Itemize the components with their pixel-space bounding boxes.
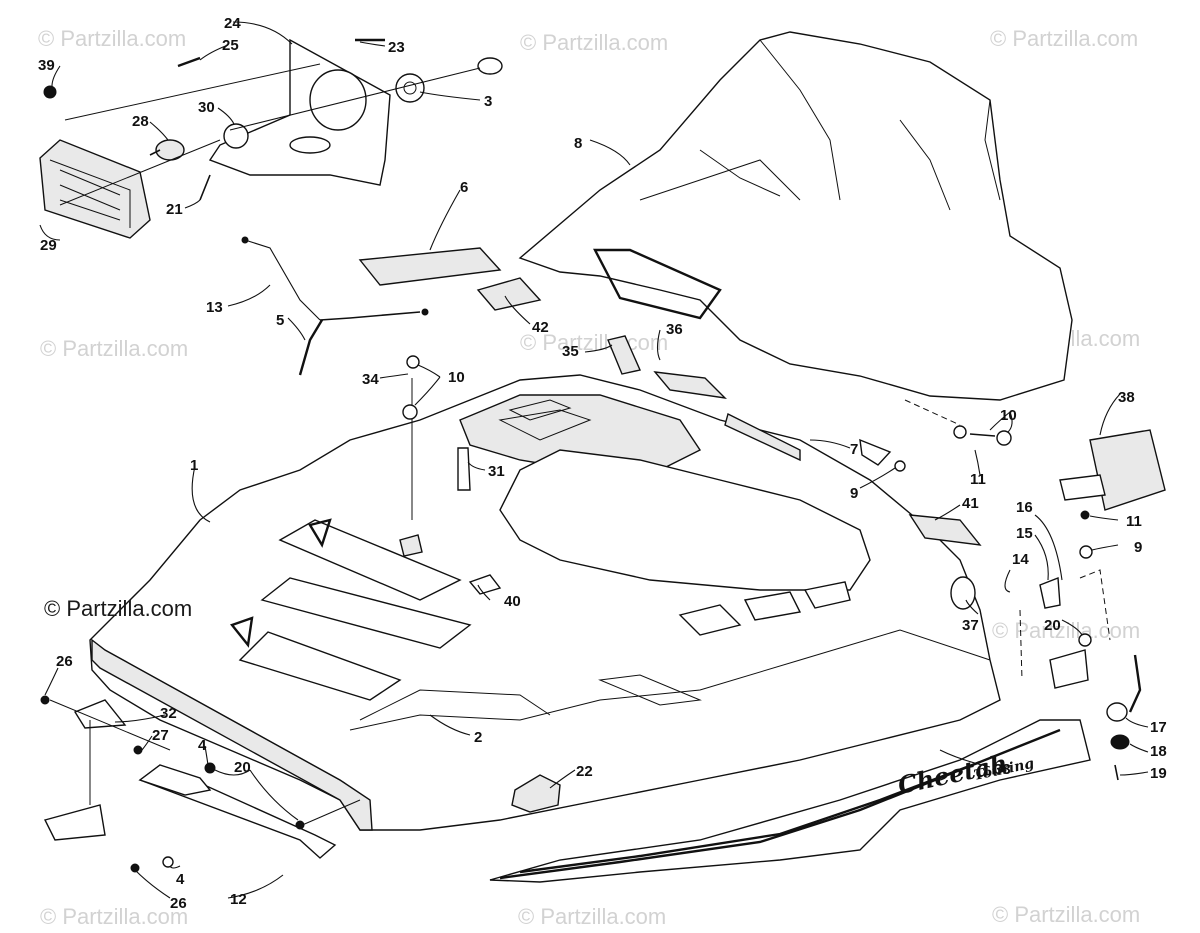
callout-7: 7 bbox=[850, 441, 858, 458]
callout-12: 12 bbox=[230, 891, 247, 908]
callout-42: 42 bbox=[532, 319, 549, 336]
callout-5: 5 bbox=[276, 312, 284, 329]
callout-2: 2 bbox=[474, 729, 482, 746]
callout-13: 13 bbox=[206, 299, 223, 316]
callout-20b: 20 bbox=[1044, 617, 1061, 634]
callout-21: 21 bbox=[166, 201, 183, 218]
callout-29: 29 bbox=[40, 237, 57, 254]
callout-10a: 10 bbox=[448, 369, 465, 386]
callout-15: 15 bbox=[1016, 525, 1033, 542]
callout-1: 1 bbox=[190, 457, 198, 474]
callout-27: 27 bbox=[152, 727, 169, 744]
hood bbox=[89, 374, 1001, 831]
callout-25: 25 bbox=[222, 37, 239, 54]
headlight-assembly bbox=[39, 38, 503, 376]
callout-32: 32 bbox=[160, 705, 177, 722]
callout-38: 38 bbox=[1118, 389, 1135, 406]
callout-39: 39 bbox=[38, 57, 55, 74]
callout-28: 28 bbox=[132, 113, 149, 130]
watermark-dark: © Partzilla.com bbox=[44, 596, 193, 621]
callout-26a: 26 bbox=[56, 653, 73, 670]
callout-3: 3 bbox=[484, 93, 492, 110]
callout-16: 16 bbox=[1016, 499, 1033, 516]
callout-4a: 4 bbox=[198, 737, 207, 754]
callout-6: 6 bbox=[460, 179, 468, 196]
assembly-lines bbox=[904, 399, 1111, 681]
callout-31: 31 bbox=[488, 463, 505, 480]
callout-19: 19 bbox=[1150, 765, 1167, 782]
front-bracket-assembly bbox=[40, 695, 361, 873]
callout-37: 37 bbox=[962, 617, 979, 634]
callout-9b: 9 bbox=[1134, 539, 1142, 556]
callout-34: 34 bbox=[362, 371, 379, 388]
callout-24: 24 bbox=[224, 15, 241, 32]
callout-26b: 26 bbox=[170, 895, 187, 912]
callout-labels: 24 25 23 3 39 28 30 21 29 13 5 6 42 35 3… bbox=[38, 15, 1167, 912]
callout-33: 33 bbox=[994, 761, 1011, 778]
callout-14: 14 bbox=[1012, 551, 1029, 568]
callout-20a: 20 bbox=[234, 759, 251, 776]
callout-17: 17 bbox=[1150, 719, 1167, 736]
leader-lines bbox=[39, 21, 1149, 899]
callout-8: 8 bbox=[574, 135, 582, 152]
windshield bbox=[518, 31, 1073, 401]
decal-parts bbox=[358, 247, 982, 610]
callout-4b: 4 bbox=[176, 871, 185, 888]
mirror-assembly bbox=[402, 355, 1166, 781]
callout-10b: 10 bbox=[1000, 407, 1017, 424]
callout-23: 23 bbox=[388, 39, 405, 56]
callout-18: 18 bbox=[1150, 743, 1167, 760]
callout-22: 22 bbox=[576, 763, 593, 780]
callout-11a: 11 bbox=[970, 471, 986, 488]
callout-11b: 11 bbox=[1126, 513, 1142, 530]
callout-36: 36 bbox=[666, 321, 683, 338]
callout-41: 41 bbox=[962, 495, 979, 512]
callout-9a: 9 bbox=[850, 485, 858, 502]
callout-40: 40 bbox=[504, 593, 521, 610]
callout-30: 30 bbox=[198, 99, 215, 116]
callout-35: 35 bbox=[562, 343, 579, 360]
